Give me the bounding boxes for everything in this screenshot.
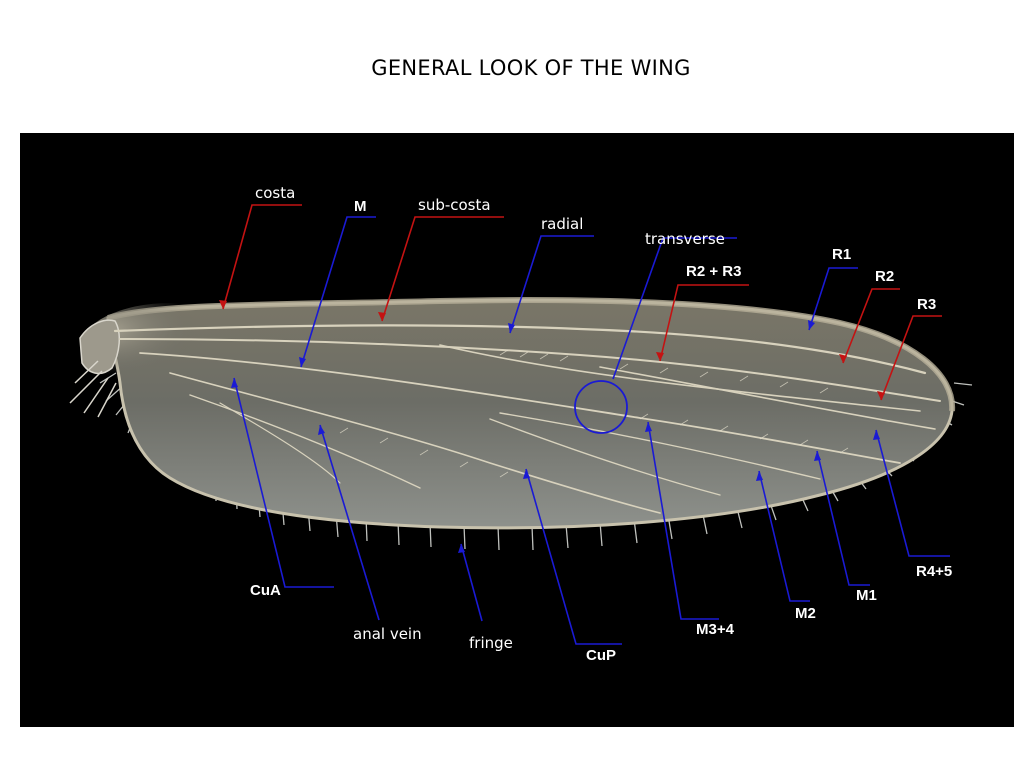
label-fringe: fringe [469,634,513,652]
transverse-circle [574,380,628,434]
wing-base [69,319,120,418]
label-r4-5: R4+5 [916,563,953,580]
label-r2-r3: R2 + R3 [686,263,742,280]
red-arrowheads [219,300,885,400]
wing-illustration [69,204,973,645]
label-m3-4: M3+4 [696,621,734,638]
label-costa: costa [255,184,296,202]
red-leaders [222,204,942,401]
page-title: GENERAL LOOK OF THE WING [371,56,691,80]
label-m: M [354,198,367,215]
blue-leaders [233,216,950,645]
blue-arrowheads [231,320,880,553]
label-cup: CuP [586,647,616,664]
label-r2: R2 [875,268,895,285]
label-anal-vein: anal vein [353,625,422,643]
label-sub-costa: sub-costa [418,196,491,214]
label-m2: M2 [795,605,816,622]
label-radial: radial [541,215,584,233]
wing-figure: costa M sub-costa radial transverse R2 +… [20,133,1014,727]
label-transverse: transverse [645,230,725,248]
label-m1: M1 [856,587,877,604]
label-cua: CuA [250,582,281,599]
wing-veins [113,324,941,514]
label-r1: R1 [832,246,852,263]
label-r3: R3 [917,296,937,313]
